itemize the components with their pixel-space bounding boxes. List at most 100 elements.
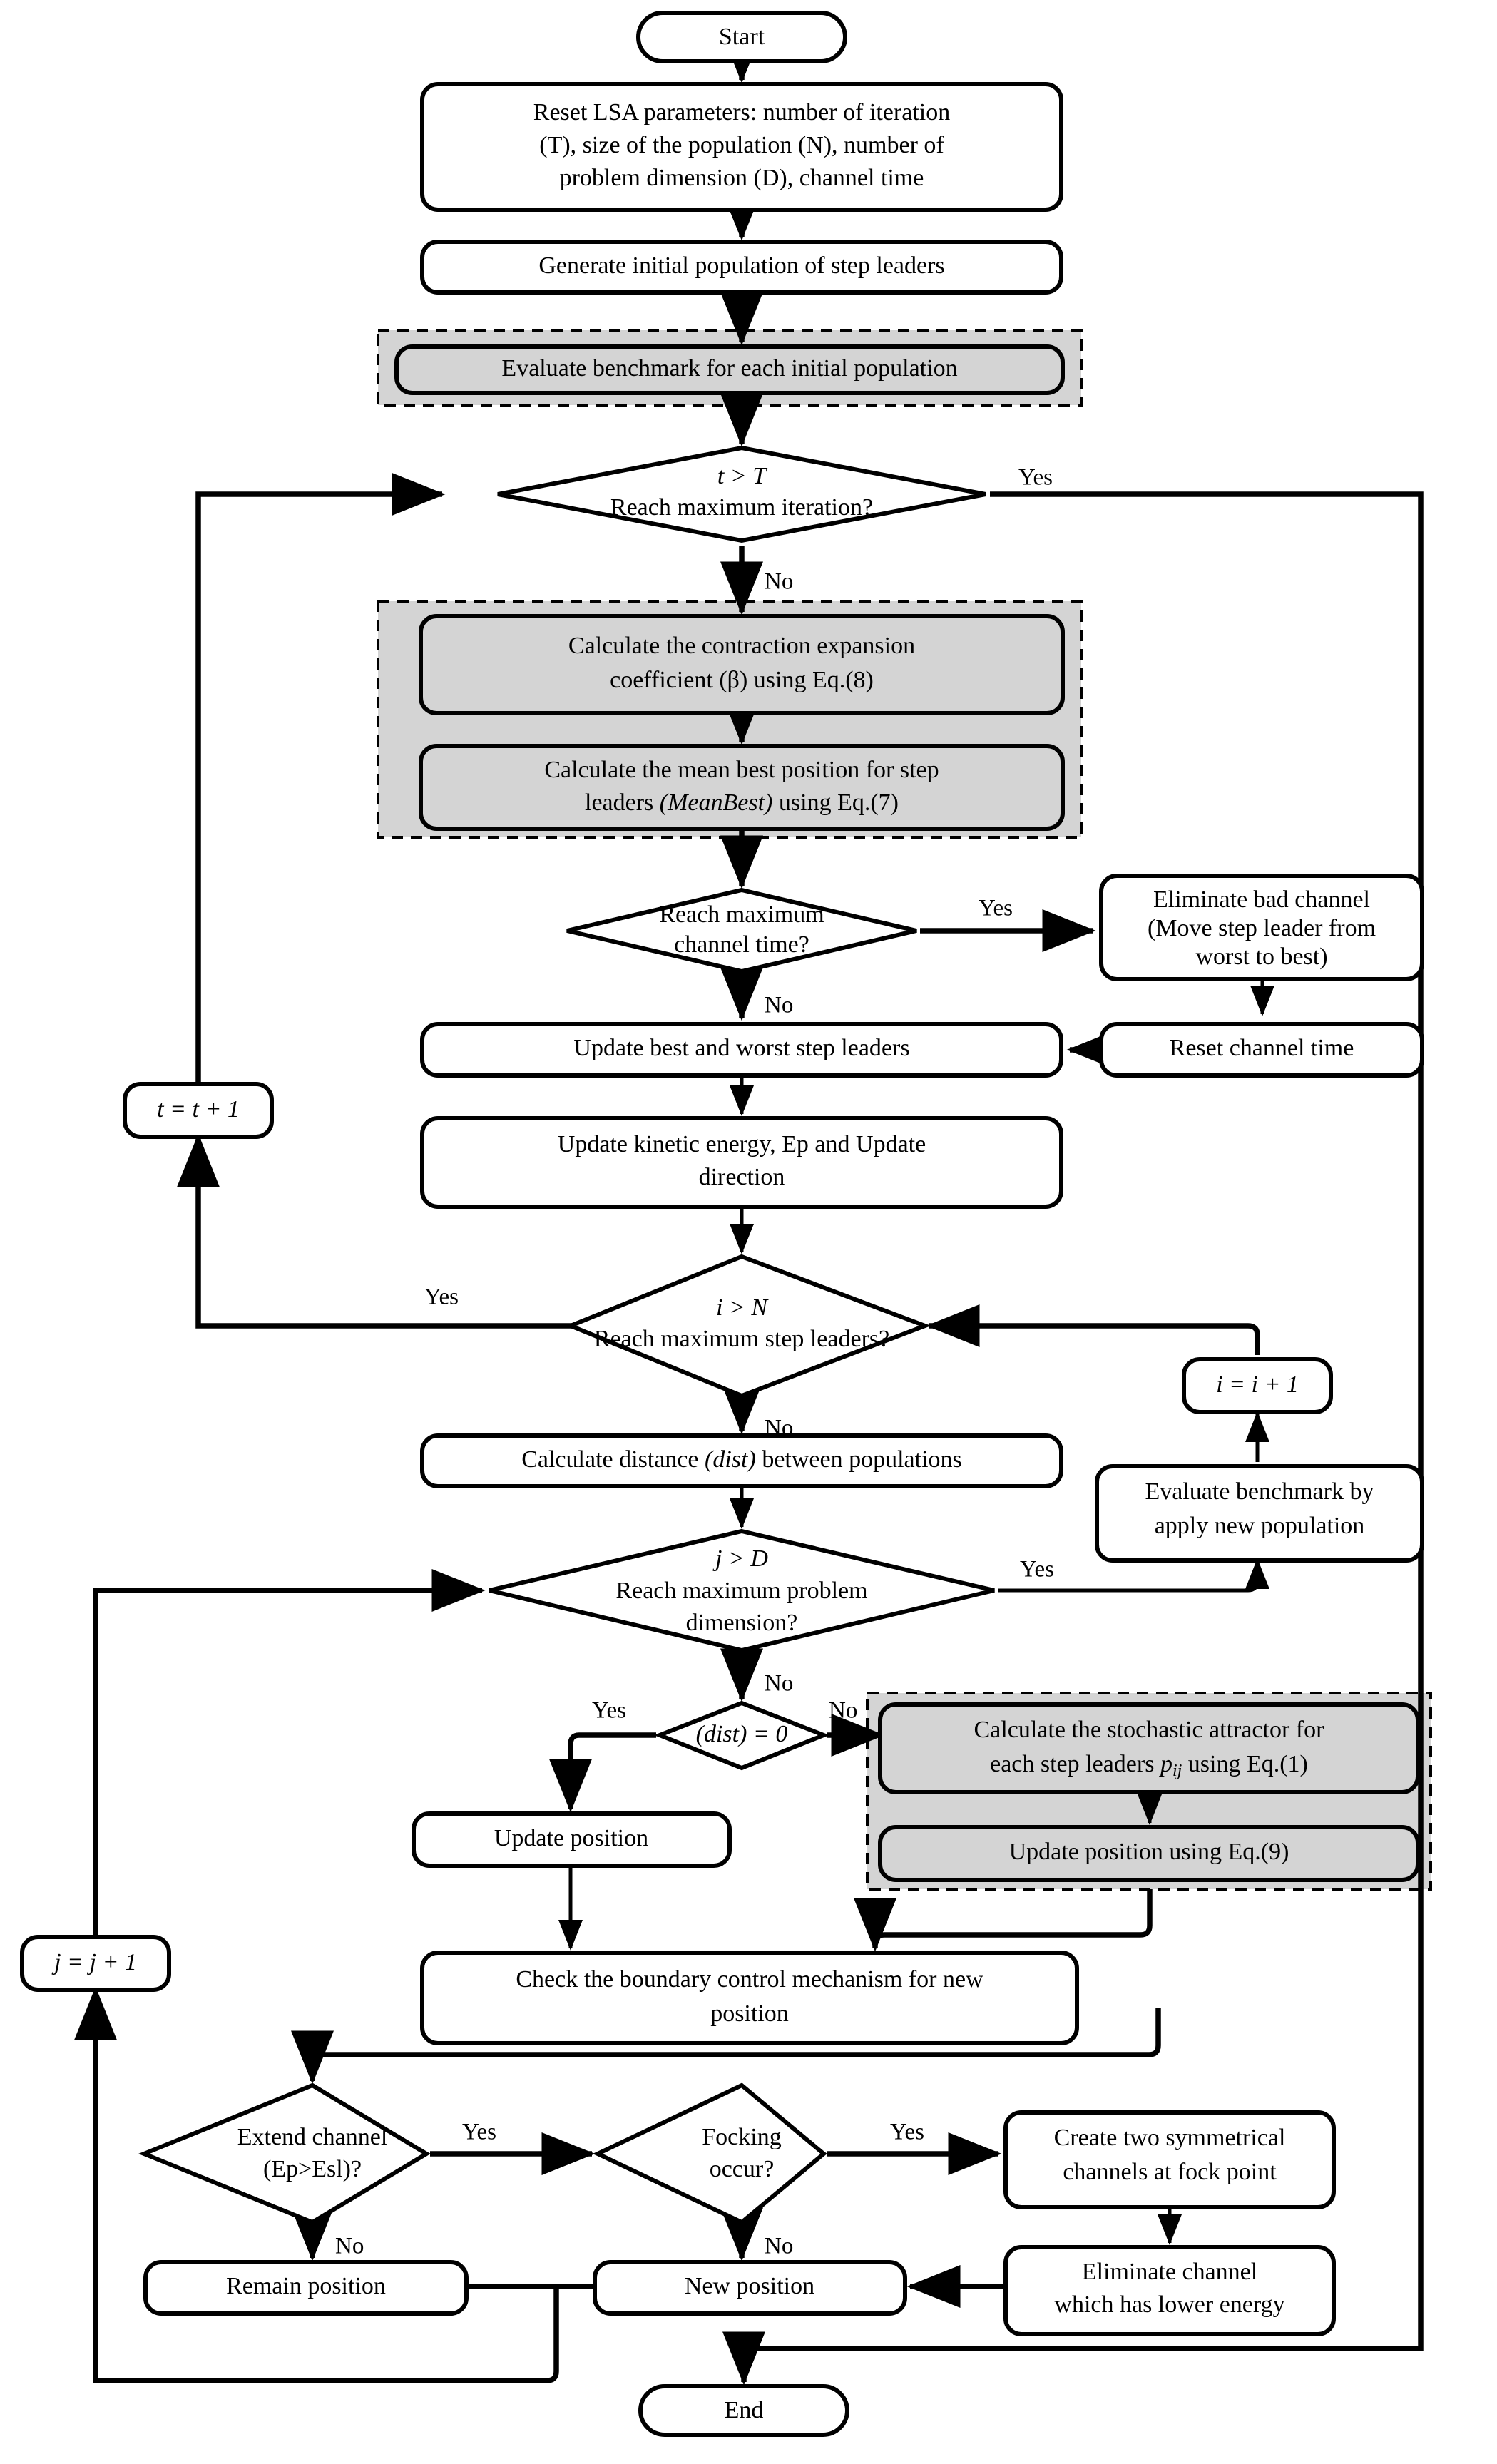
edge-label-channeltime-yes: Yes	[979, 896, 1013, 921]
node-eliminate-lower-energy-line1: Eliminate channel	[1082, 2259, 1257, 2285]
node-calc-attractor-line1: Calculate the stochastic attractor for	[974, 1717, 1325, 1743]
node-update-kinetic[interactable]: Update kinetic energy, Ep and Update dir…	[420, 1116, 1063, 1209]
node-create-channels-line2: channels at fock point	[1063, 2159, 1277, 2185]
node-update-position-eq9[interactable]: Update position using Eq.(9)	[878, 1825, 1420, 1882]
edge-j-yes-to-evalnew	[998, 1558, 1269, 1593]
decision-focking[interactable]: Focking occur?	[593, 2082, 827, 2225]
node-generate-population[interactable]: Generate initial population of step lead…	[420, 240, 1063, 295]
svg-text:leaders (MeanBest) using Eq.(7: leaders (MeanBest) using Eq.(7)	[585, 789, 899, 816]
node-calc-attractor-line2c: using Eq.(1)	[1182, 1751, 1308, 1777]
node-evaluate-benchmark-init-label: Evaluate benchmark for each initial popu…	[501, 355, 957, 382]
node-evaluate-benchmark-init[interactable]: Evaluate benchmark for each initial popu…	[394, 344, 1065, 395]
node-calc-distance-pre: Calculate distance	[521, 1446, 705, 1473]
edge-jincrement-to-decision-j	[93, 1569, 486, 1937]
decision-extend-channel[interactable]: Extend channel (Ep>Esl)?	[138, 2082, 431, 2225]
decision-j-gt-D[interactable]: j > D Reach maximum problem dimension?	[489, 1528, 995, 1653]
node-calc-distance[interactable]: Calculate distance (dist) between popula…	[420, 1433, 1063, 1488]
node-eliminate-lower-energy-line2: which has lower energy	[1054, 2291, 1284, 2318]
node-calc-attractor-line2a: each step leaders	[990, 1751, 1160, 1777]
node-calc-attractor[interactable]: Calculate the stochastic attractor for e…	[878, 1702, 1420, 1794]
edge-tincrement-to-decision-t	[195, 473, 446, 1084]
node-check-boundary-line1: Check the boundary control mechanism for…	[516, 1966, 983, 1993]
decision-j-gt-D-line2: Reach maximum problem	[615, 1578, 867, 1604]
edge-checkboundary-to-extendchannel	[291, 2008, 1161, 2085]
svg-text:Calculate distance (dist) betw: Calculate distance (dist) between popula…	[521, 1446, 962, 1473]
node-eliminate-lower-energy[interactable]: Eliminate channel which has lower energy	[1003, 2245, 1336, 2336]
node-eliminate-bad-channel-line1: Eliminate bad channel	[1153, 886, 1370, 913]
node-i-increment-label: i = i + 1	[1216, 1371, 1299, 1398]
node-create-channels[interactable]: Create two symmetrical channels at fock …	[1003, 2110, 1336, 2209]
node-reset-channel-time[interactable]: Reset channel time	[1099, 1022, 1424, 1078]
edge-t-yes-to-end	[722, 491, 1424, 2386]
edge-label-dist-no: No	[829, 1698, 857, 1724]
edge-join-down-to-jincrement	[74, 1986, 559, 2383]
node-check-boundary[interactable]: Check the boundary control mechanism for…	[420, 1951, 1079, 2045]
node-start-label: Start	[719, 24, 765, 50]
edge-label-t-yes: Yes	[1018, 465, 1053, 491]
edge-label-focking-yes: Yes	[890, 2120, 924, 2145]
edge-label-dist-yes: Yes	[592, 1698, 626, 1724]
node-new-position[interactable]: New position	[593, 2260, 907, 2316]
node-calc-attractor-p: p	[1159, 1751, 1172, 1777]
node-remain-position-label: Remain position	[226, 2273, 386, 2299]
decision-channel-time[interactable]: Reach maximum channel time?	[566, 887, 917, 974]
node-update-best-worst[interactable]: Update best and worst step leaders	[420, 1022, 1063, 1078]
decision-channel-time-line2: channel time?	[674, 931, 809, 958]
node-eliminate-bad-channel-line3: worst to best)	[1195, 944, 1327, 970]
node-calc-beta-line2: coefficient (β) using Eq.(8)	[610, 667, 874, 693]
node-new-position-label: New position	[685, 2273, 814, 2299]
edge-label-i-yes: Yes	[424, 1284, 459, 1310]
node-calc-distance-em: (dist)	[705, 1446, 756, 1473]
node-eliminate-bad-channel-line2: (Move step leader from	[1148, 915, 1376, 941]
node-start[interactable]: Start	[636, 11, 847, 63]
node-i-increment[interactable]: i = i + 1	[1182, 1357, 1333, 1414]
decision-j-gt-D-line1: j > D	[712, 1545, 768, 1572]
node-calc-meanbest[interactable]: Calculate the mean best position for ste…	[419, 744, 1065, 831]
node-calc-attractor-sub: ij	[1172, 1762, 1182, 1780]
node-update-best-worst-label: Update best and worst step leaders	[573, 1035, 909, 1061]
node-update-kinetic-line2: direction	[699, 1164, 785, 1190]
edge-i-yes-to-tincrement	[177, 1133, 575, 1329]
edge-label-t-no: No	[765, 569, 793, 595]
node-end-label: End	[725, 2397, 764, 2423]
node-reset-channel-time-label: Reset channel time	[1170, 1035, 1354, 1061]
svg-text:each step leaders pij using Eq: each step leaders pij using Eq.(1)	[990, 1751, 1308, 1780]
node-end[interactable]: End	[638, 2384, 849, 2437]
node-reset-params-line1: Reset LSA parameters: number of iteratio…	[533, 99, 950, 126]
node-eliminate-bad-channel[interactable]: Eliminate bad channel (Move step leader …	[1099, 874, 1424, 981]
node-calc-meanbest-line2a: leaders	[585, 789, 660, 816]
node-remain-position[interactable]: Remain position	[143, 2260, 469, 2316]
decision-extend-channel-line1: Extend channel	[237, 2124, 388, 2150]
decision-t-gt-T[interactable]: t > T Reach maximum iteration?	[497, 445, 986, 543]
node-evaluate-benchmark-new-line1: Evaluate benchmark by	[1145, 1478, 1374, 1505]
edge-dist-yes-to-updateposition	[549, 1732, 656, 1813]
node-j-increment-label: j = j + 1	[51, 1949, 137, 1975]
edge-iincrement-to-decision-i	[926, 1304, 1260, 1355]
node-calc-distance-post: between populations	[756, 1446, 962, 1473]
node-evaluate-benchmark-new[interactable]: Evaluate benchmark by apply new populati…	[1095, 1464, 1424, 1563]
node-t-increment-label: t = t + 1	[157, 1096, 240, 1123]
node-update-position-eq9-label: Update position using Eq.(9)	[1009, 1839, 1289, 1865]
node-calc-beta[interactable]: Calculate the contraction expansion coef…	[419, 614, 1065, 715]
edge-label-focking-no: No	[765, 2234, 793, 2259]
decision-channel-time-line1: Reach maximum	[659, 901, 824, 928]
decision-focking-line1: Focking	[702, 2124, 781, 2150]
node-t-increment[interactable]: t = t + 1	[123, 1082, 274, 1139]
decision-i-gt-N[interactable]: i > N Reach maximum step leaders?	[565, 1254, 931, 1399]
node-reset-params-line2: (T), size of the population (N), number …	[539, 132, 944, 158]
decision-dist-zero-label: (dist) = 0	[696, 1721, 788, 1747]
node-calc-meanbest-line2b: (MeanBest)	[660, 789, 773, 816]
node-check-boundary-line2: position	[710, 2000, 789, 2027]
node-update-position-label: Update position	[494, 1825, 648, 1851]
node-create-channels-line1: Create two symmetrical	[1054, 2125, 1286, 2151]
edge-group-to-checkboundary	[854, 1889, 1153, 1952]
decision-dist-zero[interactable]: (dist) = 0	[653, 1700, 830, 1771]
node-calc-meanbest-line1: Calculate the mean best position for ste…	[544, 757, 939, 783]
node-j-increment[interactable]: j = j + 1	[20, 1935, 171, 1992]
edge-label-extend-no: No	[335, 2234, 364, 2259]
node-update-position[interactable]: Update position	[412, 1811, 732, 1868]
decision-extend-channel-line2: (Ep>Esl)?	[263, 2156, 362, 2182]
node-reset-params[interactable]: Reset LSA parameters: number of iteratio…	[420, 82, 1063, 212]
decision-t-gt-T-line2: Reach maximum iteration?	[610, 494, 873, 521]
